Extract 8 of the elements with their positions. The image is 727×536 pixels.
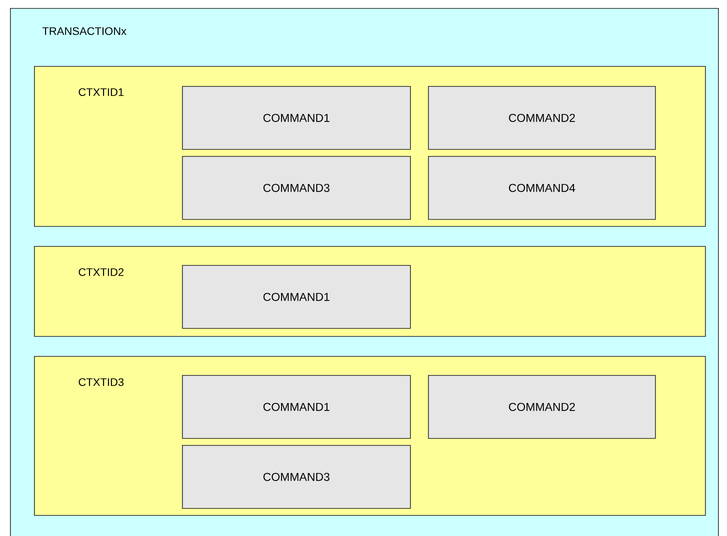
command-box: COMMAND1 [182, 86, 411, 150]
command-box: COMMAND4 [428, 156, 656, 220]
command-box: COMMAND1 [182, 265, 411, 329]
command-box: COMMAND3 [182, 445, 411, 509]
command-box: COMMAND1 [182, 375, 411, 439]
command-box: COMMAND3 [182, 156, 411, 220]
command-box: COMMAND2 [428, 375, 656, 439]
command-box: COMMAND2 [428, 86, 656, 150]
